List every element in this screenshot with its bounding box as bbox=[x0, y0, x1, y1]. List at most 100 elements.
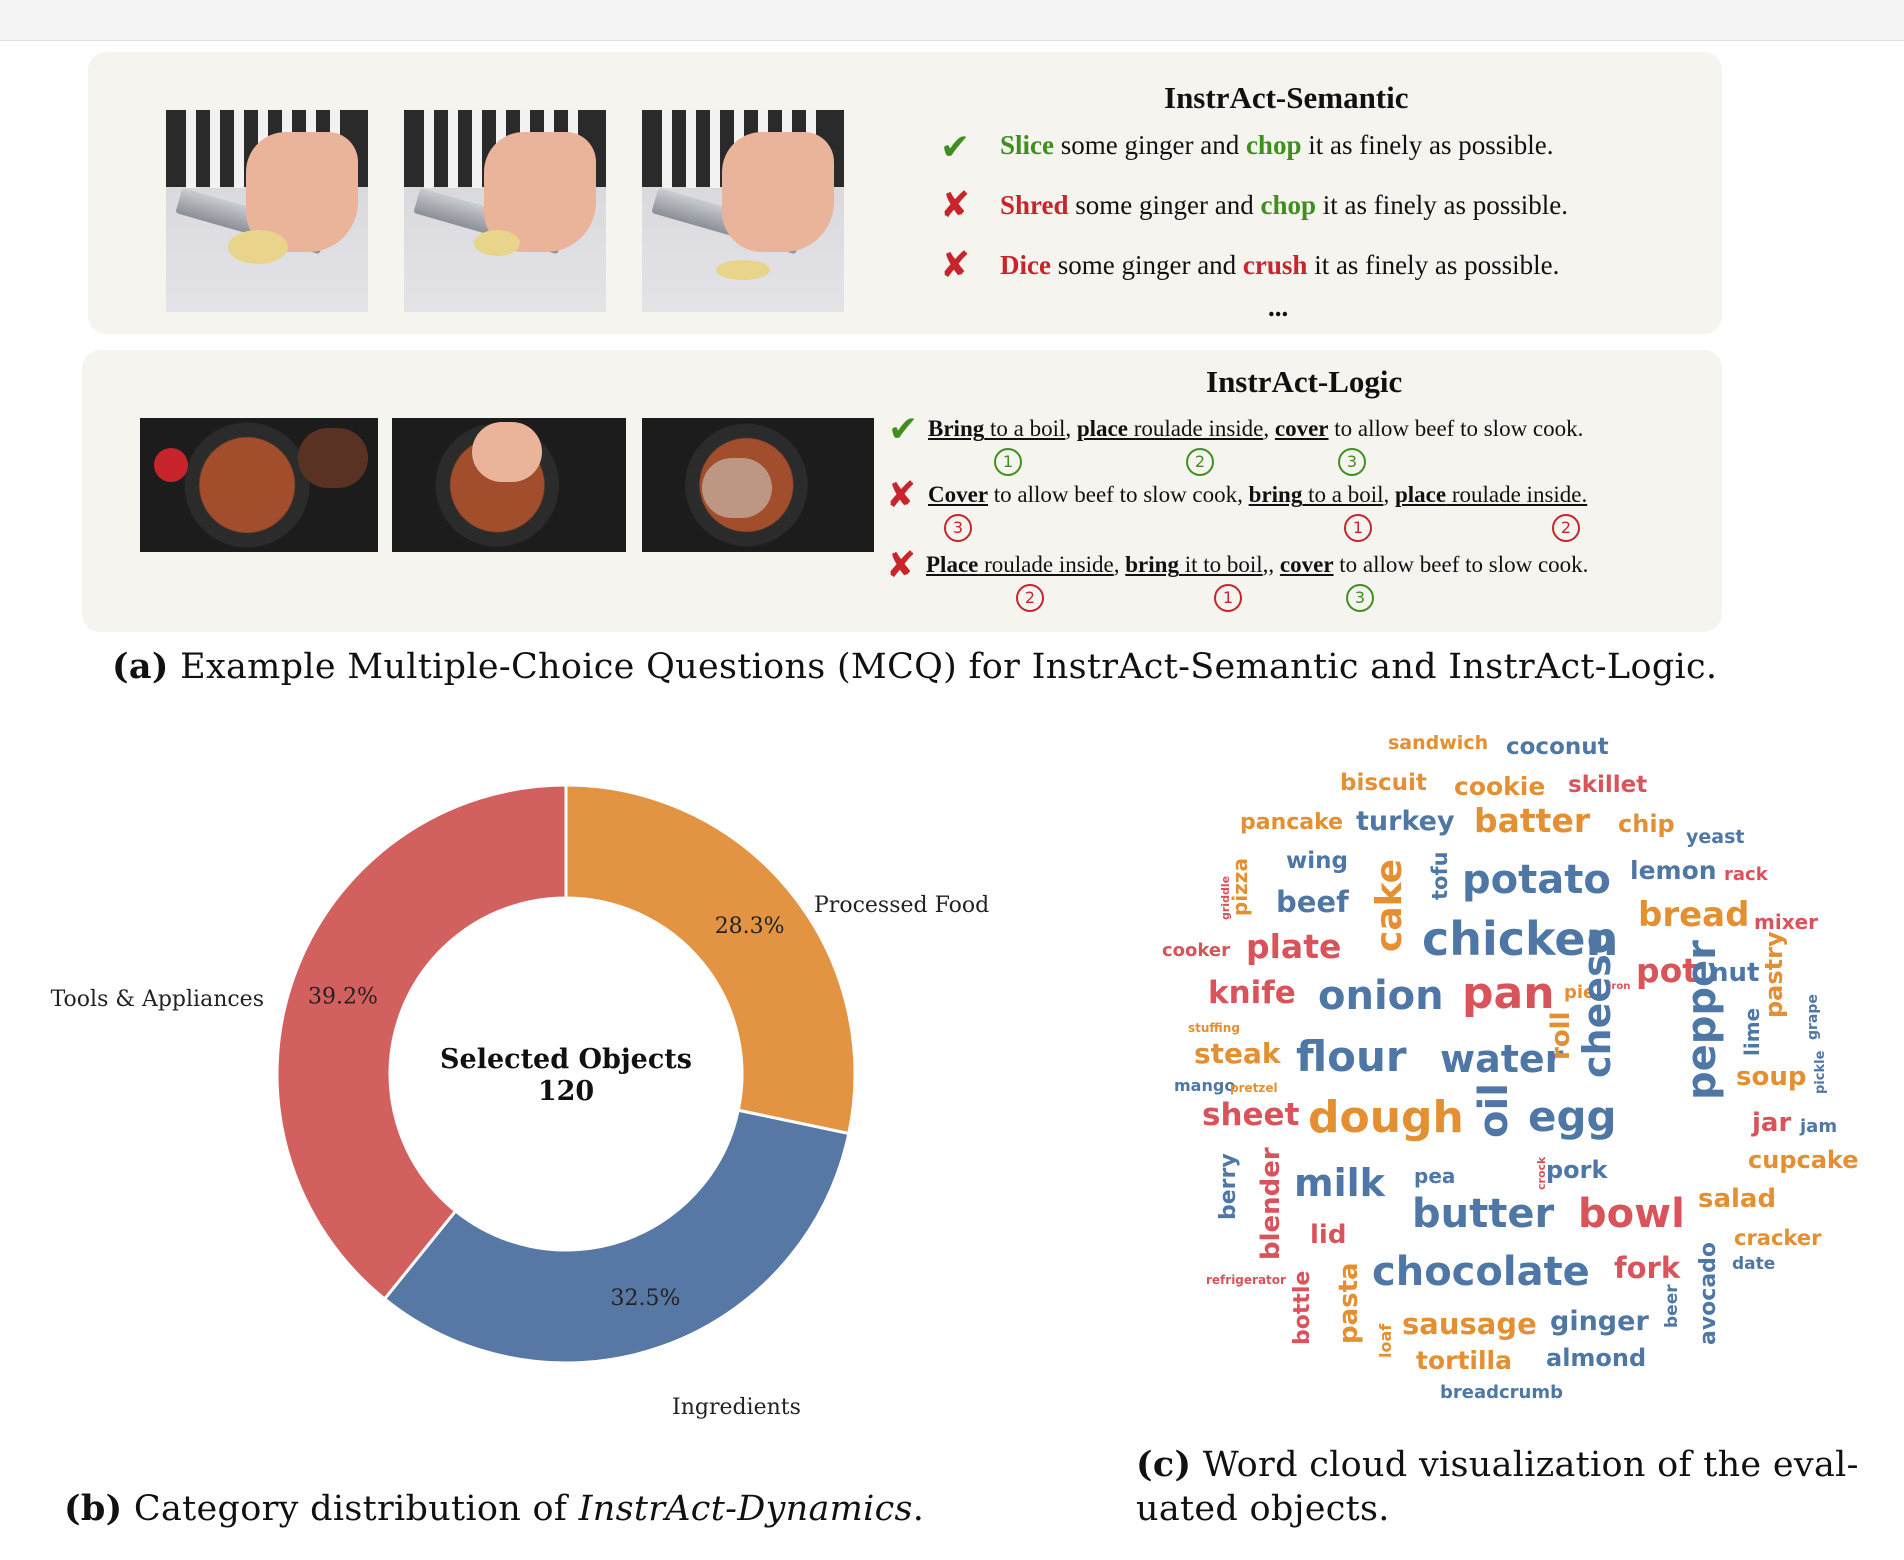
cloud-word-griddle: griddle bbox=[1219, 875, 1232, 920]
cloud-word-berry: berry bbox=[1216, 1153, 1241, 1220]
cloud-word-pretzel: pretzel bbox=[1230, 1081, 1278, 1095]
cloud-word-water: water bbox=[1440, 1037, 1564, 1081]
logic-title: InstrAct-Logic bbox=[1206, 364, 1403, 399]
cloud-word-roll: roll bbox=[1546, 1011, 1576, 1060]
slice-category-label: Tools & Appliances bbox=[51, 987, 264, 1012]
cloud-word-cake: cake bbox=[1369, 858, 1410, 952]
logic-option-3: Place roulade inside, bring it to boil,,… bbox=[926, 552, 1589, 577]
cloud-word-flour: flour bbox=[1296, 1032, 1407, 1081]
cloud-word-lid: lid bbox=[1310, 1220, 1347, 1250]
step-number-badge: 1 bbox=[1214, 584, 1242, 612]
donut-slice-ingredients bbox=[382, 1108, 851, 1365]
cloud-word-lemon: lemon bbox=[1630, 856, 1717, 885]
cloud-word-bowl: bowl bbox=[1578, 1191, 1685, 1237]
cloud-word-potato: potato bbox=[1462, 857, 1611, 903]
cloud-word-yeast: yeast bbox=[1686, 826, 1745, 848]
cloud-word-salad: salad bbox=[1698, 1184, 1777, 1214]
cloud-word-chicken: chicken bbox=[1422, 912, 1619, 966]
cloud-word-fork: fork bbox=[1614, 1251, 1681, 1285]
ginger-slicing-frame-1 bbox=[166, 110, 368, 312]
roulade-frame-1 bbox=[140, 418, 378, 552]
step-number-badge: 2 bbox=[1552, 514, 1580, 542]
cloud-word-mixer: mixer bbox=[1754, 910, 1819, 934]
ginger-slicing-frame-2 bbox=[404, 110, 606, 312]
slice-category-label: Ingredients bbox=[672, 1395, 801, 1420]
more-options-ellipsis: ... bbox=[1268, 292, 1289, 322]
cloud-word-beef: beef bbox=[1276, 885, 1349, 919]
slice-percent-label: 32.5% bbox=[610, 1286, 680, 1311]
cloud-word-loaf: loaf bbox=[1376, 1323, 1395, 1358]
cloud-word-pea: pea bbox=[1414, 1164, 1456, 1188]
cloud-word-plate: plate bbox=[1246, 927, 1342, 966]
browser-top-bar bbox=[0, 0, 1904, 41]
cloud-word-coconut: coconut bbox=[1506, 734, 1609, 760]
ginger-slicing-frame-3 bbox=[642, 110, 844, 312]
cloud-word-pot: pot bbox=[1636, 951, 1699, 990]
category-donut-chart: 28.3%Processed Food32.5%Ingredients39.2%… bbox=[51, 783, 989, 1420]
cloud-word-cheese: cheese bbox=[1575, 928, 1619, 1078]
cloud-word-cracker: cracker bbox=[1734, 1226, 1822, 1250]
cloud-word-bread: bread bbox=[1638, 895, 1750, 935]
cloud-word-breadcrumb: breadcrumb bbox=[1440, 1382, 1564, 1403]
cloud-word-blender: blender bbox=[1256, 1147, 1286, 1260]
semantic-option-3: Dice some ginger and crush it as finely … bbox=[1000, 250, 1560, 280]
logic-option-1: Bring to a boil, place roulade inside, c… bbox=[928, 416, 1584, 441]
cloud-word-batter: batter bbox=[1474, 801, 1591, 840]
cloud-word-avocado: avocado bbox=[1696, 1241, 1721, 1345]
cloud-word-skillet: skillet bbox=[1568, 772, 1648, 798]
cross-icon: ✘ bbox=[940, 245, 971, 286]
cloud-word-knife: knife bbox=[1208, 975, 1296, 1011]
cloud-word-pepper: pepper bbox=[1679, 940, 1725, 1100]
cloud-word-rack: rack bbox=[1724, 864, 1768, 885]
check-icon: ✔ bbox=[888, 409, 919, 450]
step-number-badge: 2 bbox=[1016, 584, 1044, 612]
cloud-word-wing: wing bbox=[1286, 848, 1348, 874]
cross-icon: ✘ bbox=[940, 185, 971, 226]
cloud-word-milk: milk bbox=[1294, 1161, 1385, 1205]
cloud-word-steak: steak bbox=[1194, 1037, 1281, 1070]
cloud-word-lime: lime bbox=[1740, 1007, 1764, 1056]
cloud-word-biscuit: biscuit bbox=[1340, 770, 1427, 796]
cloud-word-pickle: pickle bbox=[1813, 1050, 1828, 1094]
roulade-frame-3 bbox=[642, 418, 874, 552]
cloud-word-sausage: sausage bbox=[1402, 1307, 1537, 1341]
cloud-word-cooker: cooker bbox=[1162, 940, 1230, 961]
cloud-word-almond: almond bbox=[1546, 1344, 1647, 1372]
cloud-word-turkey: turkey bbox=[1356, 806, 1455, 837]
donut-center-title: Selected Objects bbox=[440, 1044, 692, 1075]
logic-example-panel: InstrAct-Logic ✔ Bring to a boil, place … bbox=[82, 350, 1722, 632]
cloud-word-pan: pan bbox=[1462, 968, 1555, 1019]
cloud-word-dough: dough bbox=[1308, 1092, 1464, 1143]
cloud-word-soup: soup bbox=[1736, 1062, 1807, 1092]
cloud-word-iron: iron bbox=[1608, 981, 1631, 992]
roulade-frame-2 bbox=[392, 418, 626, 552]
cloud-word-sandwich: sandwich bbox=[1388, 732, 1489, 754]
cloud-word-tofu: tofu bbox=[1428, 851, 1452, 900]
semantic-option-1: Slice some ginger and chop it as finely … bbox=[1000, 130, 1554, 160]
step-number-badge: 1 bbox=[994, 448, 1022, 476]
logic-option-2: Cover to allow beef to slow cook, bring … bbox=[928, 482, 1588, 507]
cloud-word-ginger: ginger bbox=[1550, 1306, 1649, 1337]
cloud-word-jam: jam bbox=[1800, 1116, 1838, 1137]
cloud-word-butter: butter bbox=[1412, 1191, 1555, 1237]
donut-slice-processed-food bbox=[564, 783, 857, 1136]
step-number-badge: 2 bbox=[1186, 448, 1214, 476]
cloud-word-onion: onion bbox=[1318, 973, 1444, 1019]
slice-category-label: Processed Food bbox=[814, 893, 989, 918]
cloud-word-pancake: pancake bbox=[1240, 810, 1344, 835]
cloud-word-pizza: pizza bbox=[1228, 858, 1252, 916]
check-icon: ✔ bbox=[940, 127, 971, 168]
cloud-word-grape: grape bbox=[1805, 994, 1821, 1040]
semantic-title: InstrAct-Semantic bbox=[1164, 80, 1409, 115]
semantic-example-panel: InstrAct-Semantic ✔ Slice some ginger an… bbox=[88, 52, 1722, 334]
slice-percent-label: 28.3% bbox=[715, 914, 785, 939]
step-number-badge: 3 bbox=[1346, 584, 1374, 612]
cloud-word-stuffing: stuffing bbox=[1188, 1021, 1240, 1035]
cloud-word-tortilla: tortilla bbox=[1416, 1346, 1512, 1375]
donut-center-value: 120 bbox=[538, 1076, 594, 1107]
cloud-word-jar: jar bbox=[1752, 1108, 1792, 1138]
semantic-option-2: Shred some ginger and chop it as finely … bbox=[1000, 190, 1568, 220]
cloud-word-pastry: pastry bbox=[1760, 931, 1788, 1018]
cloud-word-mango: mango bbox=[1174, 1076, 1236, 1095]
